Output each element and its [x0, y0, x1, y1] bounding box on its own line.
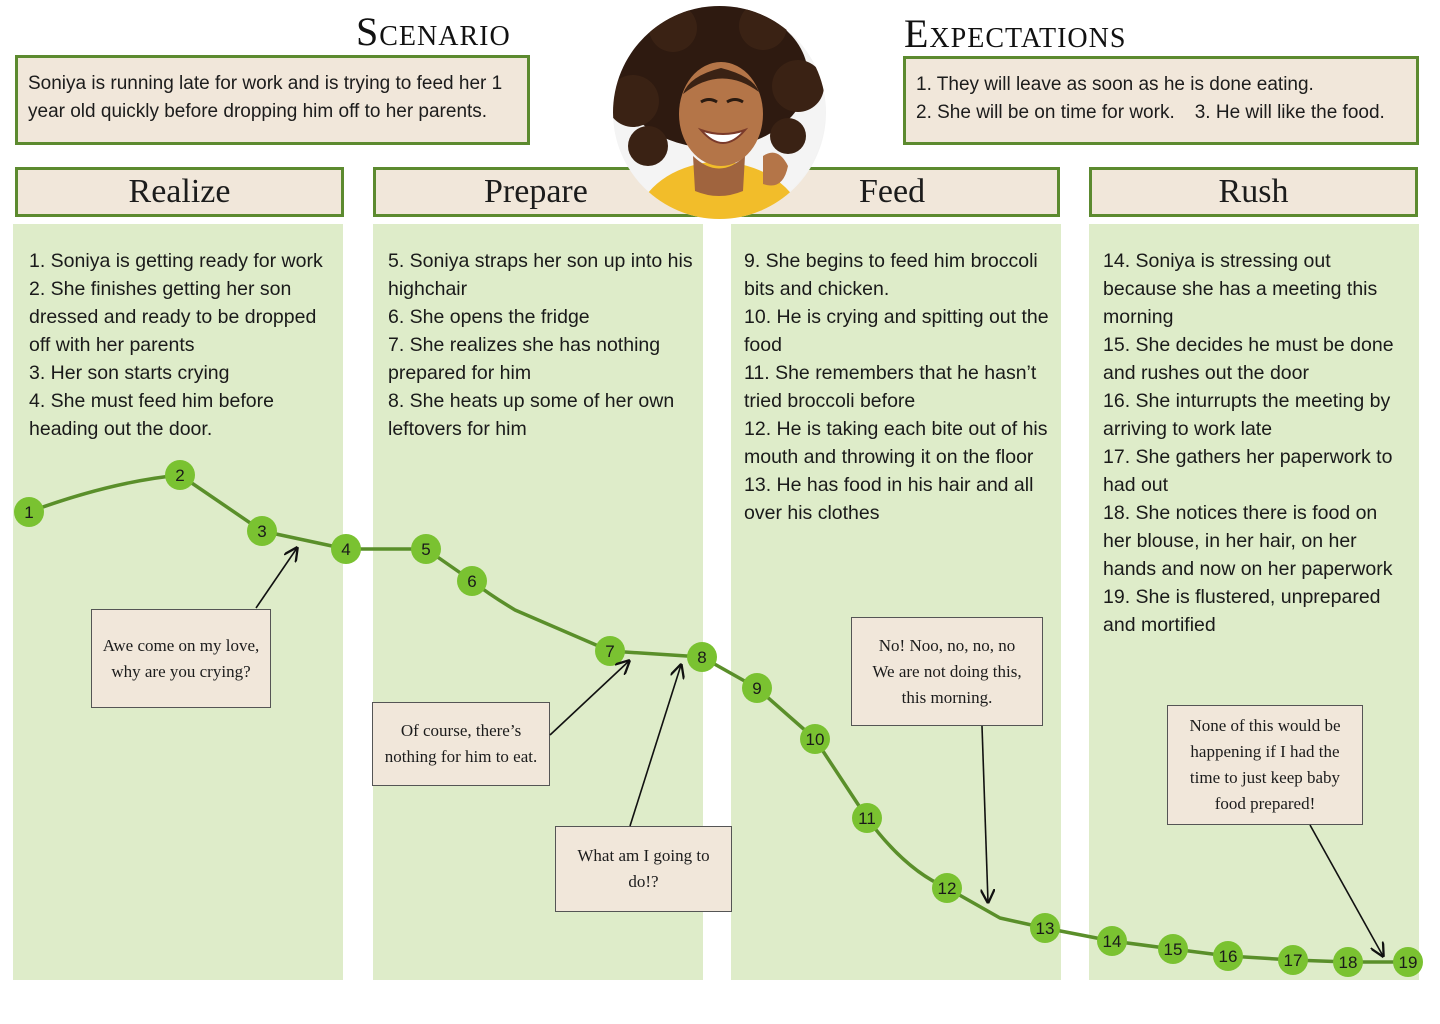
step-item: 19. She is flustered, unprepared and mor…	[1103, 586, 1381, 636]
step-item: 8. She heats up some of her own leftover…	[388, 390, 675, 440]
journey-node-1: 1	[14, 497, 44, 527]
steps-feed: 9. She begins to feed him broccoli bits …	[744, 247, 1049, 527]
journey-node-label: 7	[605, 642, 614, 661]
lane-realize	[13, 224, 343, 980]
step-item: 12. He is taking each bite out of his mo…	[744, 418, 1048, 468]
quote-box-2: Of course, there’s nothing for him to ea…	[372, 702, 550, 786]
step-item: 18. She notices there is food on her blo…	[1103, 502, 1393, 580]
expectation-3: 3. He will like the food.	[1194, 102, 1385, 123]
quote-arrow-3	[629, 665, 681, 827]
step-item: 9. She begins to feed him broccoli bits …	[744, 250, 1038, 300]
quote-box-5: None of this would be happening if I had…	[1167, 705, 1363, 825]
steps-realize: 1. Soniya is getting ready for work 2. S…	[29, 247, 334, 443]
journey-node-18: 18	[1333, 947, 1363, 977]
expectations-box: 1. They will leave as soon as he is done…	[903, 56, 1419, 145]
journey-node-14: 14	[1097, 926, 1127, 956]
journey-node-label: 13	[1036, 919, 1055, 938]
journey-node-label: 9	[752, 679, 761, 698]
step-item: 10. He is crying and spitting out the fo…	[744, 306, 1049, 356]
journey-node-label: 10	[806, 730, 825, 749]
journey-node-4: 4	[331, 534, 361, 564]
journey-node-6: 6	[457, 566, 487, 596]
journey-node-17: 17	[1278, 945, 1308, 975]
journey-node-2: 2	[165, 460, 195, 490]
step-item: 16. She inturrupts the meeting by arrivi…	[1103, 390, 1391, 440]
journey-node-12: 12	[932, 873, 962, 903]
phase-title-realize: Realize	[15, 167, 344, 217]
journey-node-label: 18	[1339, 953, 1358, 972]
step-item: 15. She decides he must be done and rush…	[1103, 334, 1394, 384]
scenario-heading: Scenario	[356, 9, 511, 54]
step-item: 17. She gathers her paperwork to had out	[1103, 446, 1393, 496]
journey-node-11: 11	[852, 803, 882, 833]
quote-box-1: Awe come on my love, why are you crying?	[91, 609, 271, 708]
steps-rush: 14. Soniya is stressing out because she …	[1103, 247, 1408, 639]
journey-node-label: 17	[1284, 951, 1303, 970]
journey-node-8: 8	[687, 642, 717, 672]
journey-node-19: 19	[1393, 947, 1423, 977]
journey-node-label: 11	[858, 809, 876, 828]
quote-arrow-5	[1309, 824, 1383, 956]
journey-node-label: 1	[24, 503, 33, 522]
journey-node-9: 9	[742, 673, 772, 703]
scenario-box: Soniya is running late for work and is t…	[15, 55, 530, 145]
step-item: 13. He has food in his hair and all over…	[744, 474, 1034, 524]
step-item: 4. She must feed him before heading out …	[29, 390, 274, 440]
journey-node-7: 7	[595, 636, 625, 666]
expectation-2: 2. She will be on time for work.	[916, 102, 1175, 123]
quote-box-3: What am I going to do!?	[555, 826, 732, 912]
step-item: 14. Soniya is stressing out because she …	[1103, 250, 1378, 328]
quote-arrow-1	[255, 548, 297, 609]
journey-node-3: 3	[247, 516, 277, 546]
journey-node-label: 14	[1103, 932, 1122, 951]
phase-title-rush: Rush	[1089, 167, 1418, 217]
journey-node-label: 2	[175, 466, 184, 485]
journey-node-label: 5	[421, 540, 430, 559]
scenario-text: Soniya is running late for work and is t…	[28, 73, 503, 122]
step-item: 11. She remembers that he hasn’t tried b…	[744, 362, 1037, 412]
journey-node-label: 15	[1164, 940, 1183, 959]
quote-arrow-2	[549, 661, 629, 736]
expectations-heading: Expectations	[904, 11, 1127, 56]
lane-rush	[1089, 224, 1419, 980]
step-item: 6. She opens the fridge	[388, 306, 590, 328]
step-item: 7. She realizes she has nothing prepared…	[388, 334, 661, 384]
quote-arrow-4	[982, 725, 988, 902]
journey-node-16: 16	[1213, 941, 1243, 971]
journey-node-label: 16	[1219, 947, 1238, 966]
quote-box-4: No! Noo, no, no, no We are not doing thi…	[851, 617, 1043, 726]
step-item: 3. Her son starts crying	[29, 362, 230, 384]
journey-node-label: 4	[341, 540, 350, 559]
journey-node-13: 13	[1030, 913, 1060, 943]
step-item: 1. Soniya is getting ready for work	[29, 250, 323, 272]
journey-node-15: 15	[1158, 934, 1188, 964]
journey-line	[28, 473, 1408, 964]
smiling-woman-portrait-icon	[613, 6, 825, 219]
journey-node-label: 6	[467, 572, 476, 591]
journey-node-label: 12	[938, 879, 957, 898]
journey-node-label: 8	[697, 648, 706, 667]
expectation-1: 1. They will leave as soon as he is done…	[916, 74, 1314, 95]
steps-prepare: 5. Soniya straps her son up into his hig…	[388, 247, 698, 443]
step-item: 5. Soniya straps her son up into his hig…	[388, 250, 693, 300]
journey-node-label: 19	[1399, 953, 1418, 972]
persona-avatar	[613, 6, 826, 219]
journey-node-10: 10	[800, 724, 830, 754]
journey-node-5: 5	[411, 534, 441, 564]
step-item: 2. She finishes getting her son dressed …	[29, 278, 317, 356]
journey-node-label: 3	[257, 522, 266, 541]
